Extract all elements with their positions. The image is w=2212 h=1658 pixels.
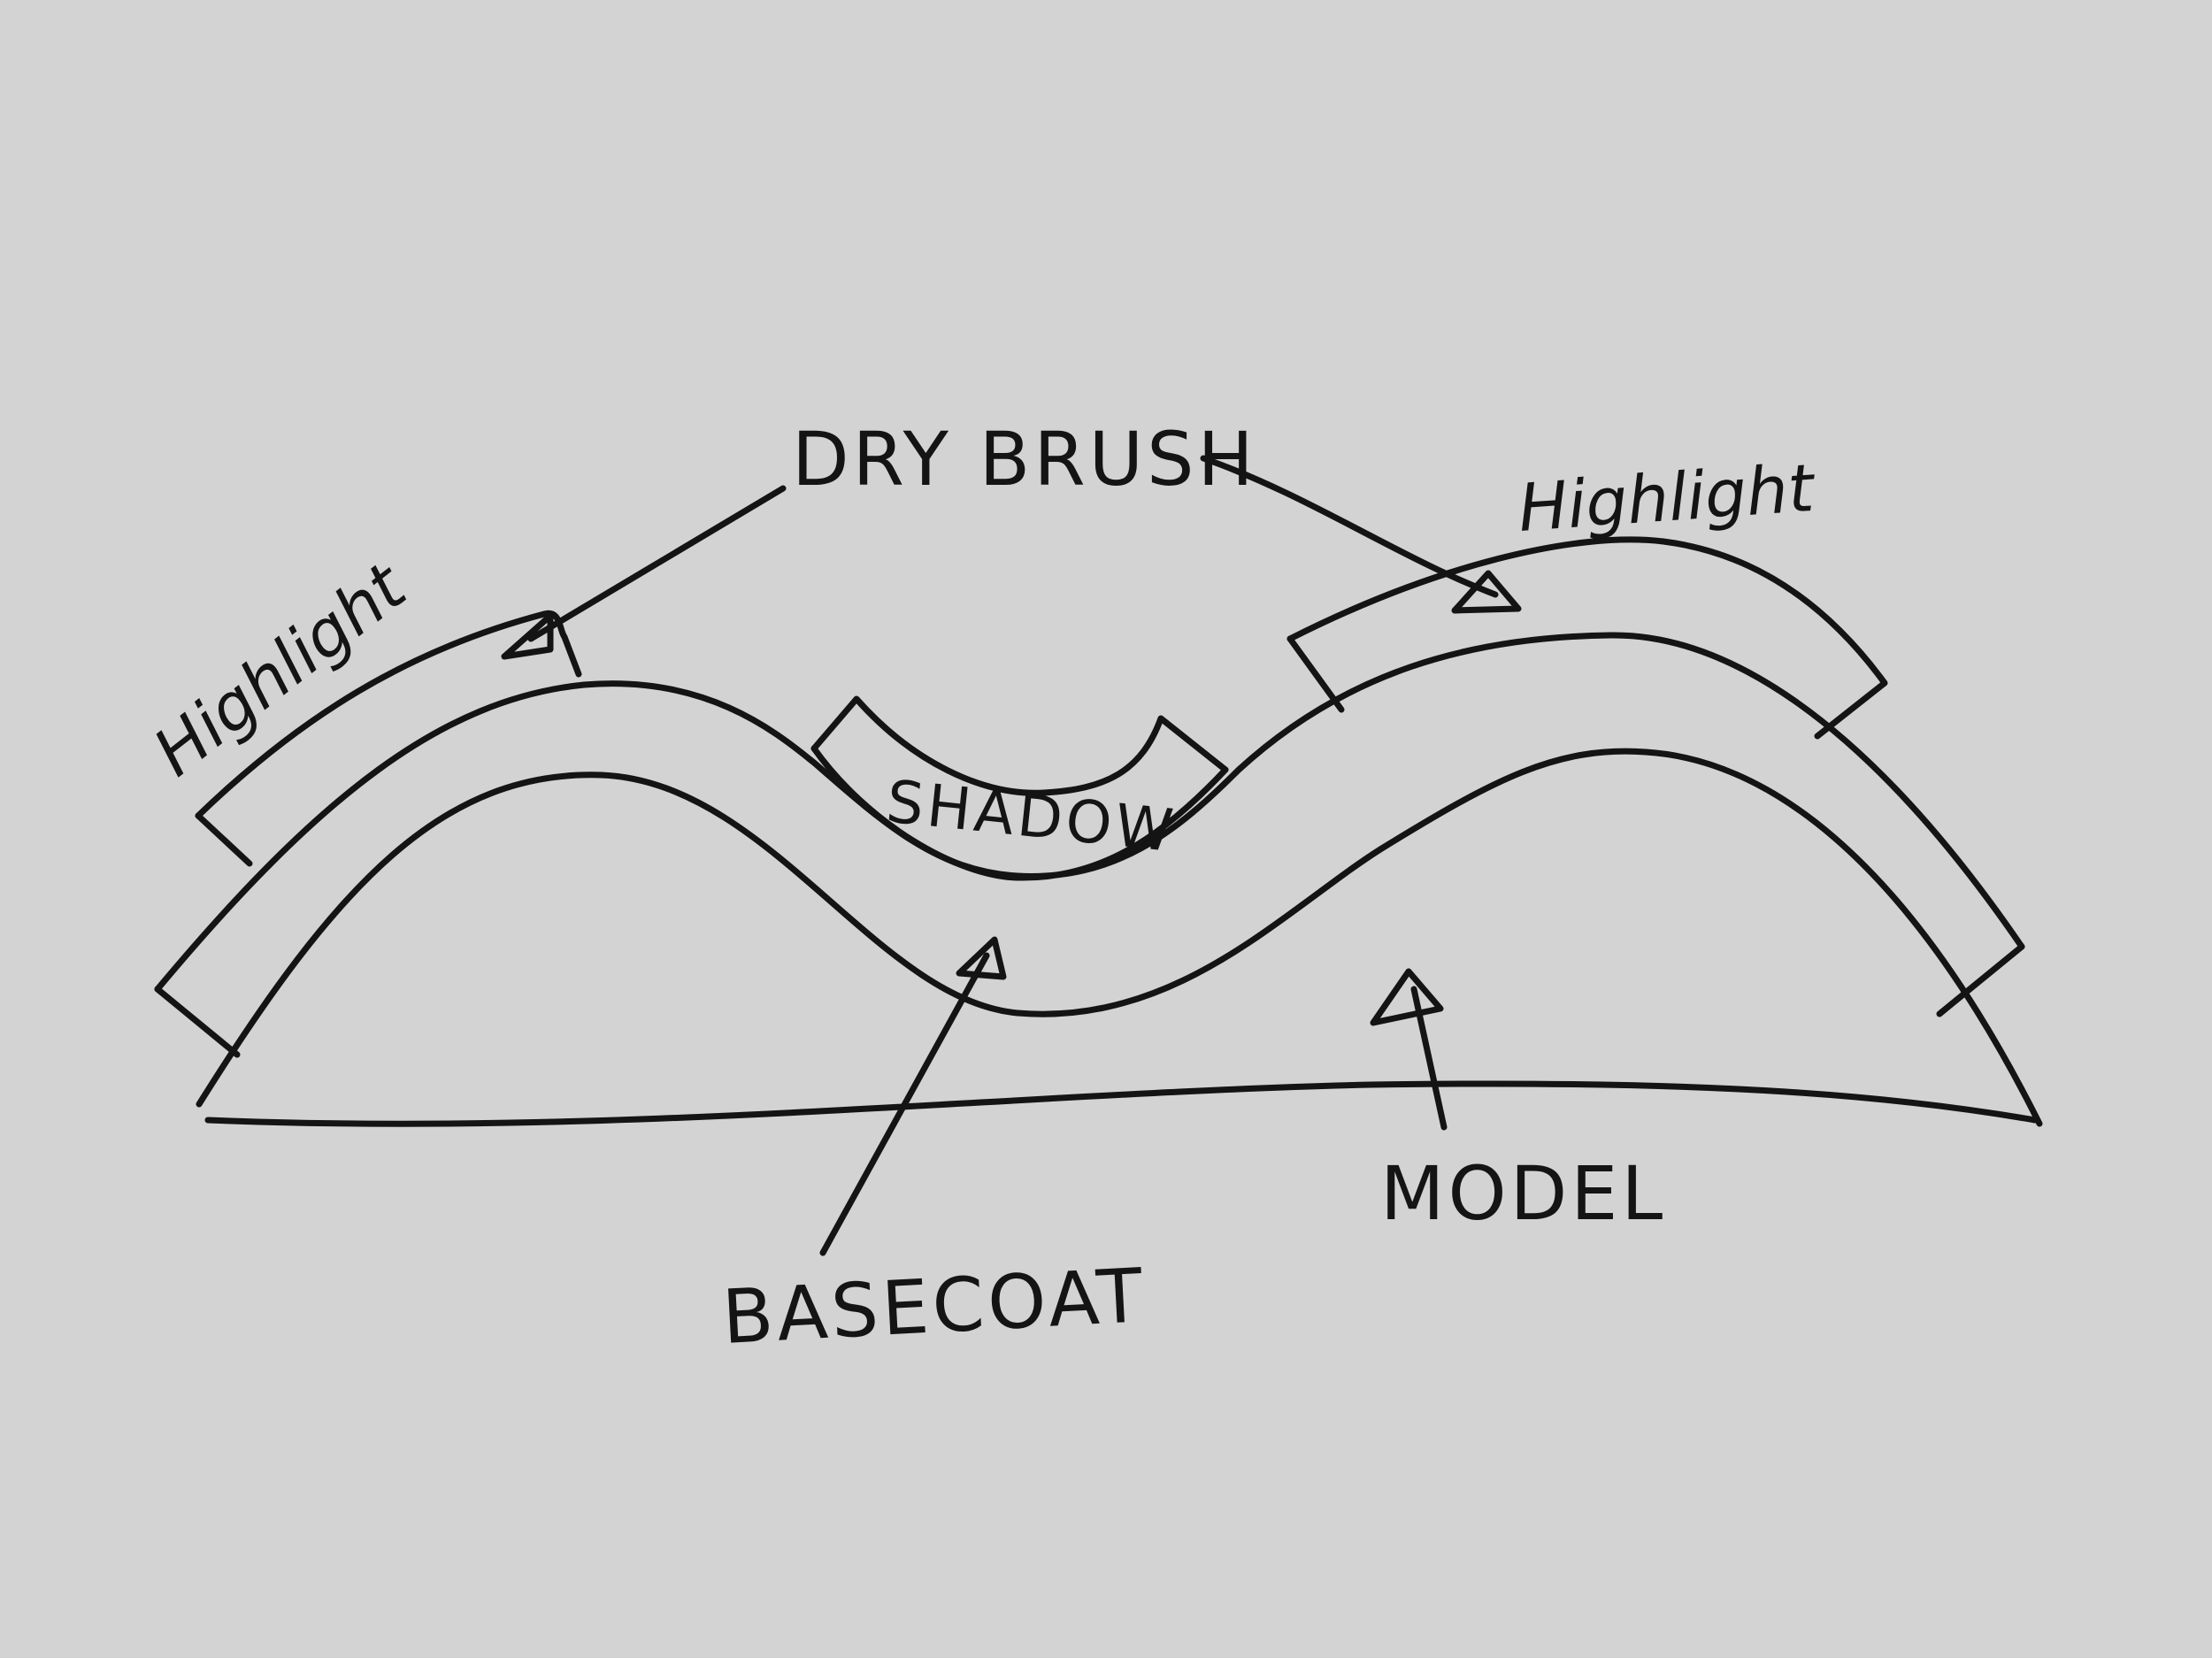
dry-brush-right-arrow-line xyxy=(1200,455,1499,598)
shadow-band xyxy=(810,695,1229,796)
model-arrowhead xyxy=(1370,968,1444,1026)
dry-brush-right-arrowhead xyxy=(1451,570,1522,614)
basecoat-label: BASECOAT xyxy=(720,1252,1148,1361)
model-label: MODEL xyxy=(1380,1150,1666,1237)
basecoat-right-cap xyxy=(1936,943,2025,1017)
basecoat-arrow-line xyxy=(819,952,990,1256)
highlight-band-left-end xyxy=(195,812,253,867)
shadow-band-inner xyxy=(810,745,1229,881)
dry-brush-left-arrow-line xyxy=(527,485,787,642)
highlight-right-label: Highlight xyxy=(1516,450,1818,547)
ground-line xyxy=(204,1080,2039,1127)
basecoat-left-cap xyxy=(154,986,241,1058)
dry-brush-left-arrowhead xyxy=(501,612,554,660)
basecoat-arrowhead xyxy=(956,936,1007,980)
highlight-band-right xyxy=(1286,536,1888,740)
model-surface-curve xyxy=(196,748,2043,1127)
highlight-band-right-end xyxy=(1286,635,1345,713)
highlight-left-label: Highlight xyxy=(140,548,422,791)
dry-brush-label: DRY BRUSH xyxy=(792,416,1257,503)
